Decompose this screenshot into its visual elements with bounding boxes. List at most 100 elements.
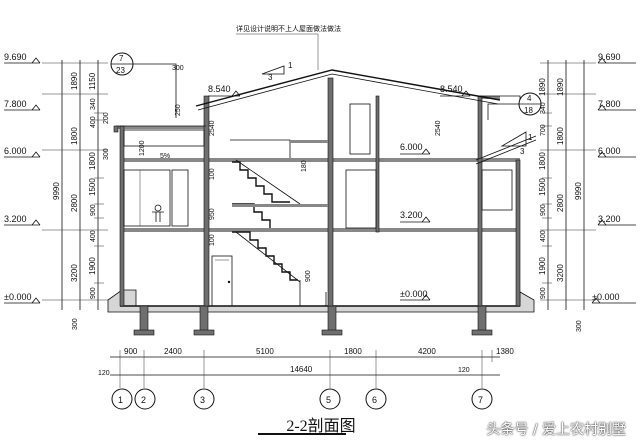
axis-1: 1: [118, 395, 123, 405]
right-elev-first: 3.200: [598, 214, 621, 224]
slope-left-rise: 1: [288, 61, 293, 70]
right-dim-b1: 1800: [556, 127, 565, 145]
right-dim-a3: 1800: [538, 152, 547, 170]
left-dim-a4: 1500: [88, 178, 97, 196]
right-dim-a4: 1500: [538, 178, 547, 196]
dim-interior-180: 180: [301, 160, 308, 172]
right-elev-ground: ±0.000: [592, 292, 619, 302]
left-dim-a6: 400: [90, 230, 97, 242]
right-dim-b0: 1890: [556, 78, 565, 96]
interior-elev-first: 3.200: [400, 210, 423, 220]
left-dim-b2: 2800: [70, 194, 79, 212]
dim-interior-300: 300: [172, 65, 184, 72]
interior-elev-ground: ±0.000: [400, 289, 427, 299]
right-dim-b3: 3200: [556, 264, 565, 282]
left-dim-a3: 1800: [88, 152, 97, 170]
drawing-title-underline: [258, 433, 346, 435]
left-dim-b3: 3200: [70, 264, 79, 282]
bottom-dim-1: 2400: [164, 347, 182, 356]
interior-elev-eave-right: 8.540: [440, 84, 463, 94]
right-elev-marks: [591, 57, 636, 304]
interior-elev-eave-left: 8.540: [208, 84, 231, 94]
walls: [119, 77, 521, 307]
right-dim-base: 300: [576, 320, 583, 332]
dim-interior-300b: 300: [103, 148, 110, 160]
right-dim-a6: 400: [540, 230, 547, 242]
dim-interior-slope: 5%: [160, 153, 170, 160]
left-dimension-column: [42, 60, 108, 310]
bottom-dim-total: 14640: [290, 365, 313, 374]
dim-interior-250: 250: [175, 104, 182, 116]
dim-interior-900: 900: [305, 270, 312, 282]
ground-door: [211, 255, 233, 307]
detail-left-top: 7: [119, 54, 124, 63]
axis-6: 6: [372, 395, 377, 405]
dim-interior-1200: 1200: [139, 140, 146, 156]
left-dim-a0: 1150: [88, 72, 97, 90]
left-dim-total: 9990: [52, 182, 61, 200]
left-elev-marks: [4, 57, 41, 304]
bottom-dim-5: 1380: [496, 347, 514, 356]
drawing-title: 2-2剖面图: [286, 418, 356, 435]
openings: [123, 103, 513, 229]
bottom-dim-0: 900: [124, 347, 138, 356]
detail-left-bottom: 23: [116, 66, 125, 75]
right-dim-a0: 1890: [538, 78, 547, 96]
right-elev-roof: 9.690: [598, 52, 621, 62]
dim-interior-2540-right: 2540: [435, 120, 442, 136]
canopy-slope-indicator: [500, 131, 527, 147]
ground-fill: [107, 289, 535, 313]
left-dim-a2: 400: [90, 116, 97, 128]
axis-7: 7: [478, 395, 483, 405]
axis-3: 3: [200, 395, 205, 405]
slope-right-run: 3: [520, 147, 525, 156]
right-dim-a1: 340: [540, 102, 547, 114]
slope-right-rise: 1: [528, 133, 533, 142]
slope-left-run: 3: [268, 73, 273, 82]
dim-interior-950: 950: [209, 208, 216, 220]
right-dim-a2: 700: [540, 124, 547, 136]
axis-markers: [111, 388, 493, 410]
left-dim-base: 300: [72, 318, 79, 330]
detail-right-top: 4: [527, 94, 532, 103]
dim-interior-2540-left: 2540: [209, 120, 216, 136]
right-dimension-column: [540, 60, 596, 310]
watermark-text: 头条号 / 爱上农村别墅: [486, 422, 626, 438]
left-dim-b1: 1800: [70, 127, 79, 145]
left-dim-a1: 340: [90, 98, 97, 110]
bottom-dim-2: 5100: [256, 347, 274, 356]
left-dim-a7: 1900: [88, 257, 97, 275]
left-dim-b0: 1890: [70, 72, 79, 90]
axis-5: 5: [326, 395, 331, 405]
left-elev-second: 6.000: [4, 146, 27, 156]
right-elev-second: 6.000: [598, 146, 621, 156]
left-elev-roof: 9.690: [4, 52, 27, 62]
detail-right-bottom: 18: [524, 106, 533, 115]
right-dim-total: 9990: [574, 182, 583, 200]
detail-callout-left: [110, 52, 177, 118]
detail-callout-right: [487, 92, 542, 120]
left-elev-ground: ±0.000: [4, 292, 31, 302]
stair-flights: [230, 139, 328, 307]
left-dim-a8: 900: [90, 287, 97, 299]
bottom-dimension-lines: [110, 350, 500, 388]
bottom-offset-right: 120: [458, 367, 470, 374]
dim-interior-200: 200: [103, 112, 110, 124]
bottom-dim-3: 1800: [344, 347, 362, 356]
left-elev-third: 7.800: [4, 99, 27, 109]
axis-2: 2: [141, 395, 146, 405]
roof-note: 详见设计说明不上人屋面做法做法: [236, 24, 341, 33]
left-elev-first: 3.200: [4, 214, 27, 224]
roof: [113, 69, 537, 165]
bottom-dim-4: 4200: [418, 347, 436, 356]
dim-interior-100b: 100: [209, 168, 216, 180]
right-dim-a8: 900: [540, 287, 547, 299]
right-dim-b2: 2800: [556, 194, 565, 212]
floor-slabs: [118, 96, 520, 232]
bottom-offset-left: 120: [98, 370, 110, 377]
left-dim-a5: 900: [90, 204, 97, 216]
right-dim-a5: 900: [540, 204, 547, 216]
interior-elev-second: 6.000: [400, 142, 423, 152]
interior-elev-marks: [208, 90, 471, 301]
